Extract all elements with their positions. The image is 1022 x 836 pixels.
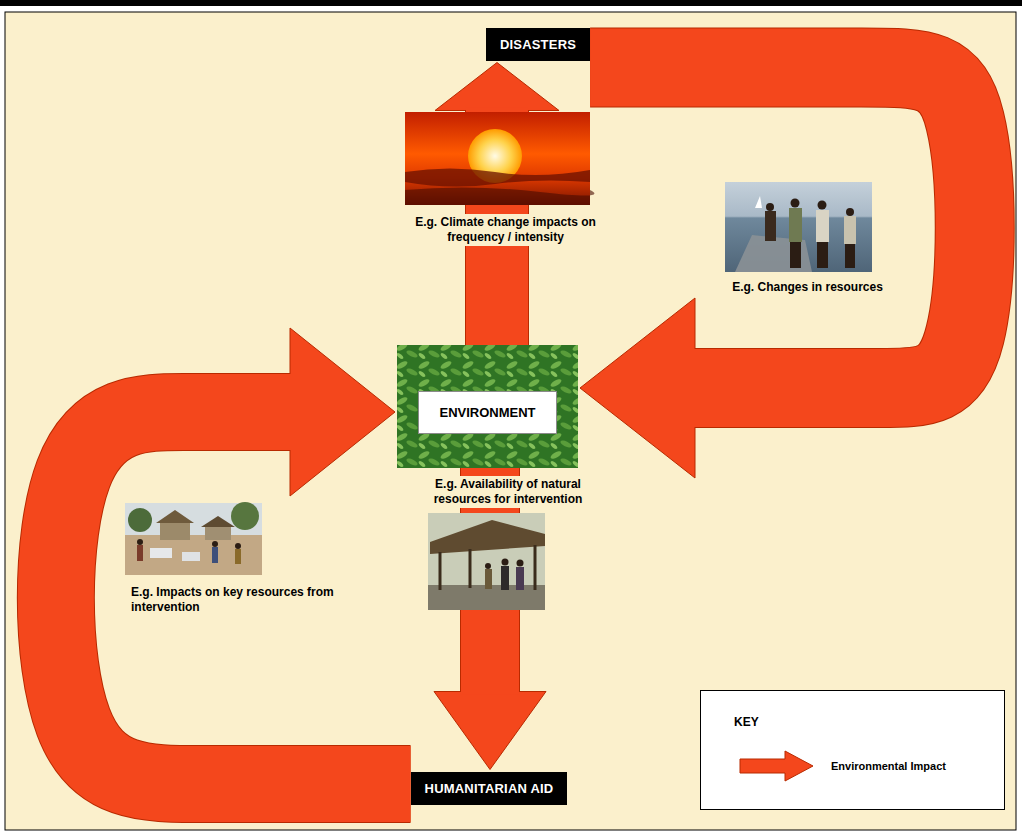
fishermen-photo [725,182,872,272]
edge-label: E.g. Climate change impacts on frequency… [403,214,608,246]
village-photo [160,522,190,540]
arrow-shaft [56,412,411,784]
leaf-photo [397,345,578,468]
village-photo [182,552,200,561]
village-photo [235,543,241,549]
fishermen-photo [789,208,802,242]
fishermen-photo [845,244,855,268]
hut-photo [469,549,472,588]
hut-photo [534,545,537,590]
node-text: HUMANITARIAN AID [425,781,554,796]
fishermen-photo [765,211,776,241]
village-photo [212,541,218,547]
legend-arrow [740,751,813,781]
edge-label: E.g. Changes in resources [700,279,915,296]
fishermen-photo [790,242,801,268]
village-photo [137,539,143,545]
legend-text: Environmental Impact [831,760,946,772]
node-text: DISASTERS [500,37,576,52]
village-photo [150,548,172,558]
fishermen-photo [844,216,856,244]
node-text: ENVIRONMENT [418,391,556,434]
village-photo [205,526,231,540]
sun-photo [405,112,594,205]
legend-heading: KEY [734,715,759,729]
arrow-shaft [590,68,975,389]
hut-photo [485,563,491,569]
hut-photo [501,566,509,590]
village-photo [125,502,262,575]
village-photo [128,508,152,532]
village-photo [201,516,235,527]
village-photo [137,545,143,561]
fishermen-photo [725,182,872,272]
arrow-head [580,298,695,478]
hut-photo [485,569,492,589]
legend-row: Environmental Impact [739,749,946,783]
fishermen-photo [817,242,828,268]
legend-arrow [739,749,815,783]
hut-photo [516,567,524,590]
arrow-outline [56,412,411,784]
frame [5,12,1016,830]
village-photo [231,502,259,530]
legend-box: KEY Environmental Impact [700,690,1005,810]
edge-label: E.g. Availability of natural resources f… [403,476,613,508]
leaf-photo [397,345,578,468]
village-photo [235,549,241,564]
arrow-head [434,692,546,770]
hut-photo [428,513,545,610]
arrow-head [290,328,395,496]
village-photo [156,510,194,523]
sun-photo [405,187,594,205]
village-photo [125,535,262,575]
fishermen-photo [755,196,762,208]
fishermen-photo [846,208,854,216]
impact-arrow [56,328,411,784]
sun-photo [405,169,590,187]
environment-box: ENVIRONMENT [397,345,578,468]
disaster-box: DISASTERS [486,28,590,61]
village-photo [125,503,262,575]
hut-photo [502,559,509,566]
impact-arrow [580,68,975,479]
fishermen-photo [766,203,774,211]
edge-label: E.g. Impacts on key resources from inter… [128,584,353,616]
hut-photo [430,520,545,554]
fishermen-photo [818,201,827,210]
top-rule [0,0,1022,6]
hut-photo [439,552,442,590]
fishermen-photo [791,199,800,208]
fishermen-photo [816,210,829,242]
aid-box: HUMANITARIAN AID [411,772,568,805]
village-photo [212,547,218,563]
hut-photo [428,513,545,610]
arrow-head [435,63,559,111]
hut-photo [517,560,524,567]
